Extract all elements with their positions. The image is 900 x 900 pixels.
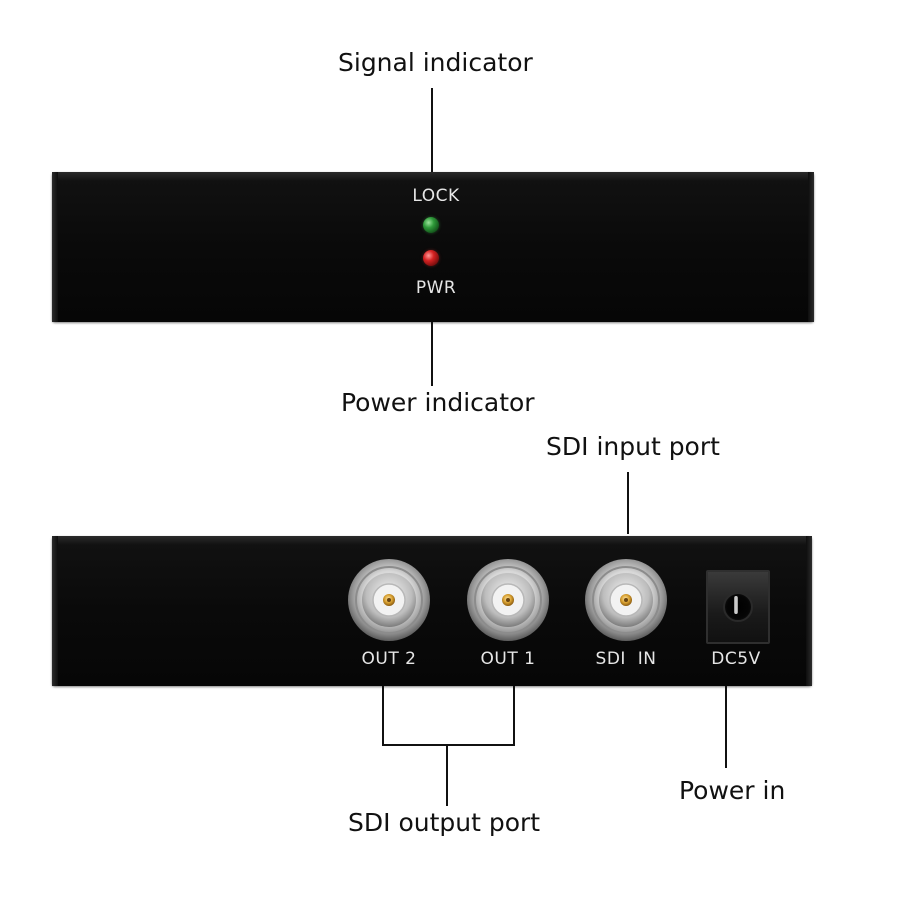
front-panel: LOCK PWR: [52, 172, 814, 322]
sdi-in-bnc-connector-icon: [585, 559, 667, 641]
lock-led-icon: [423, 217, 439, 233]
dc-jack-socket: [723, 592, 753, 622]
bracket-right-leg: [513, 686, 515, 746]
callout-sdi-output-port: SDI output port: [348, 808, 541, 837]
out2-label: OUT 2: [361, 649, 417, 669]
callout-power-indicator: Power indicator: [341, 388, 535, 417]
out1-label: OUT 1: [480, 649, 536, 669]
dc-jack-pin: [734, 596, 738, 614]
leader-line-sdi-input: [627, 472, 629, 534]
bracket-stem: [446, 746, 448, 806]
bracket-left-leg: [382, 686, 384, 746]
rear-panel-left-edge: [52, 536, 58, 686]
leader-line-power: [431, 322, 433, 386]
out1-bnc-connector-icon: [467, 559, 549, 641]
front-panel-right-edge: [808, 172, 814, 322]
leader-line-signal: [431, 88, 433, 174]
lock-label: LOCK: [412, 186, 460, 206]
pwr-led-icon: [423, 250, 439, 266]
dc5v-label: DC5V: [711, 649, 761, 669]
front-panel-left-edge: [52, 172, 58, 322]
bracket-horizontal: [382, 744, 515, 746]
rear-panel: OUT 2 OUT 1 SDI IN DC5V: [52, 536, 812, 686]
leader-line-power-in: [725, 686, 727, 768]
callout-sdi-input-port: SDI input port: [546, 432, 720, 461]
sdi-in-label: SDI IN: [595, 649, 657, 669]
callout-power-in: Power in: [679, 776, 786, 805]
pwr-label: PWR: [415, 278, 457, 298]
out2-bnc-connector-icon: [348, 559, 430, 641]
callout-signal-indicator: Signal indicator: [338, 48, 533, 77]
rear-panel-right-edge: [806, 536, 812, 686]
dc-barrel-jack-icon: [706, 570, 770, 644]
